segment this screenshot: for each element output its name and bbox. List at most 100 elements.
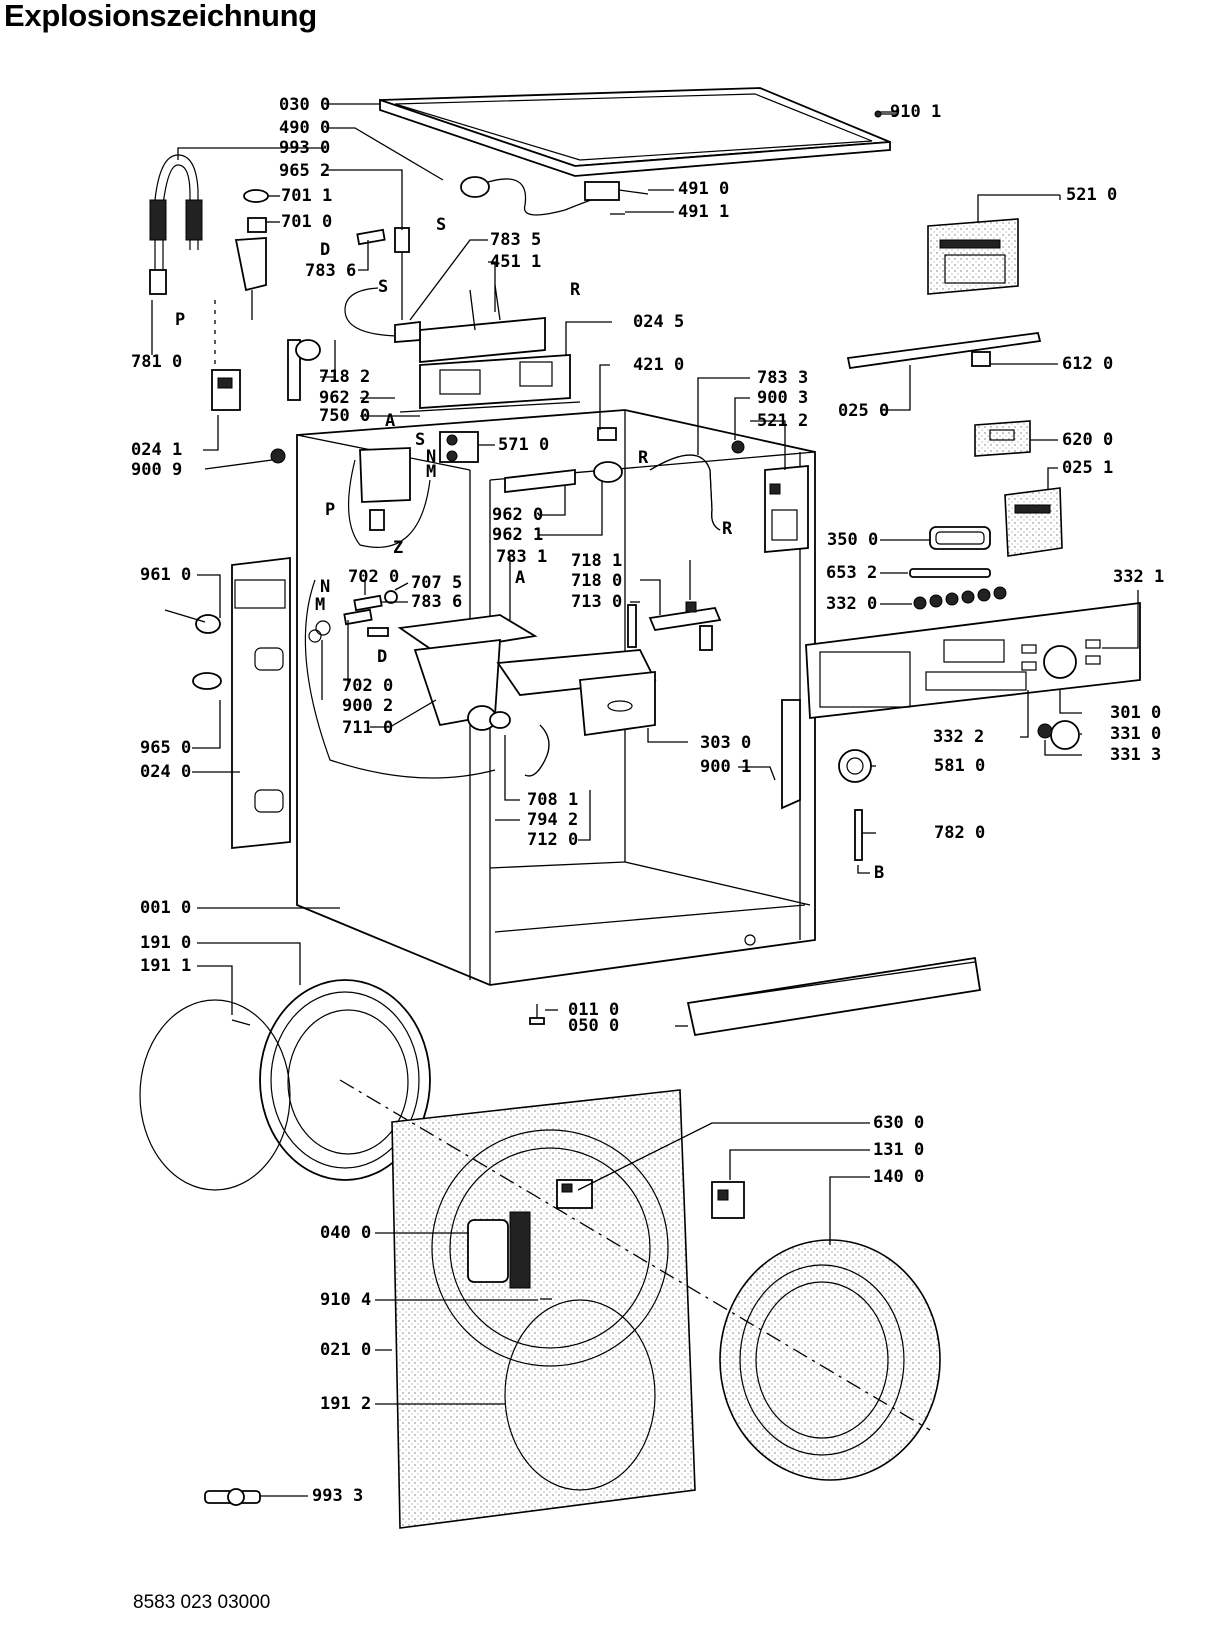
callout-label: 451 1 (490, 252, 541, 272)
callout-label: 993 3 (312, 1486, 363, 1506)
door-gasket-part (259, 979, 431, 1181)
electronic-module-part (731, 440, 809, 553)
callout-label: 301 0 (1110, 703, 1161, 723)
callout-label: 521 0 (1066, 185, 1117, 205)
drain-pump-filter-part (164, 609, 222, 690)
callout-label: 702 0 (342, 676, 393, 696)
callout-label: 191 2 (320, 1394, 371, 1414)
letter-marker: M (426, 462, 436, 482)
letter-marker: R (722, 519, 733, 539)
power-module-part (1004, 487, 1063, 557)
door-assembly-part (719, 1239, 941, 1481)
push-rod-part (909, 568, 991, 578)
callout-label: 331 0 (1110, 724, 1161, 744)
bellows-hose-part (489, 711, 550, 777)
letter-marker: S (415, 430, 425, 450)
callout-label: 350 0 (827, 530, 878, 550)
cable-490-0-part (460, 176, 601, 216)
callout-label: 024 0 (140, 762, 191, 782)
tool-part (204, 1488, 261, 1506)
callout-label: 910 1 (890, 102, 941, 122)
callout-label: 303 0 (700, 733, 751, 753)
callout-label: 612 0 (1062, 354, 1113, 374)
callout-label: 783 3 (757, 368, 808, 388)
control-pcb-part (974, 420, 1031, 457)
letter-marker: R (570, 280, 581, 300)
callout-label: 750 0 (319, 406, 370, 426)
clip-900-9-part (270, 448, 286, 464)
adjustable-foot-part (529, 1004, 545, 1025)
callout-label: 011 0 (568, 1000, 619, 1020)
callout-label: 021 0 (320, 1340, 371, 1360)
letter-marker: D (377, 647, 387, 667)
page-title: Explosionszeichnung (4, 0, 317, 33)
callout-label: 965 0 (140, 738, 191, 758)
hose-bracket-part (211, 300, 241, 411)
callout-label: 708 1 (527, 790, 578, 810)
callout-label: 781 0 (131, 352, 182, 372)
callout-label: 965 2 (279, 161, 330, 181)
callout-label: 701 0 (281, 212, 332, 232)
callout-label: 783 6 (305, 261, 356, 281)
control-panel-fascia-part (805, 601, 1141, 720)
detergent-dispenser-part (397, 614, 538, 731)
letter-marker: P (325, 500, 335, 520)
detergent-drawer-part (496, 649, 657, 737)
letter-marker: D (320, 240, 330, 260)
door-lock-switch-part (556, 1179, 593, 1209)
hose-caps-part (234, 189, 269, 320)
callout-label: 191 0 (140, 933, 191, 953)
door-catch-part (711, 1181, 745, 1219)
latch-900-1-part (781, 699, 801, 810)
display-board-part (927, 218, 1019, 295)
filter-box-part (359, 447, 411, 531)
light-guide-part (929, 526, 991, 550)
callout-label: 620 0 (1062, 430, 1113, 450)
callout-label: 653 2 (826, 563, 877, 583)
cabinet-housing-part (296, 409, 816, 986)
letter-marker: S (378, 277, 388, 297)
valve-connector-part (344, 227, 410, 337)
front-panel-part (391, 1089, 696, 1529)
interference-suppressor-part (584, 181, 649, 215)
callout-label: 794 2 (527, 810, 578, 830)
callout-label: 024 5 (633, 312, 684, 332)
callout-label: 702 0 (348, 567, 399, 587)
callout-label: 900 3 (757, 388, 808, 408)
small-valve-parts (308, 590, 398, 643)
letter-markers: S D S R P A S N M R R P Z N M A D B (175, 215, 884, 883)
support-rod-part (854, 809, 863, 861)
document-number: 8583 023 03000 (133, 1592, 271, 1613)
callout-label: 490 0 (279, 118, 330, 138)
heater-assembly-part (394, 284, 581, 413)
top-cover-part (379, 87, 891, 177)
callout-label: 521 2 (757, 411, 808, 431)
callout-label: 332 2 (933, 727, 984, 747)
drain-hose-part (649, 454, 721, 531)
inlet-valve-part (439, 431, 479, 463)
letter-marker: P (175, 310, 185, 330)
console-strip-part (846, 332, 1042, 370)
plinth-panel-part (686, 956, 982, 1037)
callout-label: 782 0 (934, 823, 985, 843)
letter-marker: B (874, 863, 884, 883)
callout-label: 025 1 (1062, 458, 1113, 478)
callout-label: 191 1 (140, 956, 191, 976)
callout-label: 783 6 (411, 592, 462, 612)
letter-marker: M (315, 595, 325, 615)
callout-label: 331 3 (1110, 745, 1161, 765)
callout-label: 630 0 (873, 1113, 924, 1133)
callout-label: 024 1 (131, 440, 182, 460)
letter-marker: A (515, 568, 525, 588)
callout-label: 962 0 (492, 505, 543, 525)
callout-label: 332 1 (1113, 567, 1164, 587)
callout-label: 025 0 (838, 401, 889, 421)
callout-label: 712 0 (527, 830, 578, 850)
callout-label: 993 0 (279, 138, 330, 158)
callout-label: 718 1 (571, 551, 622, 571)
callout-label: 718 2 (319, 367, 370, 387)
callout-label: 900 2 (342, 696, 393, 716)
letter-marker: S (436, 215, 446, 235)
knob-part (1037, 720, 1080, 750)
